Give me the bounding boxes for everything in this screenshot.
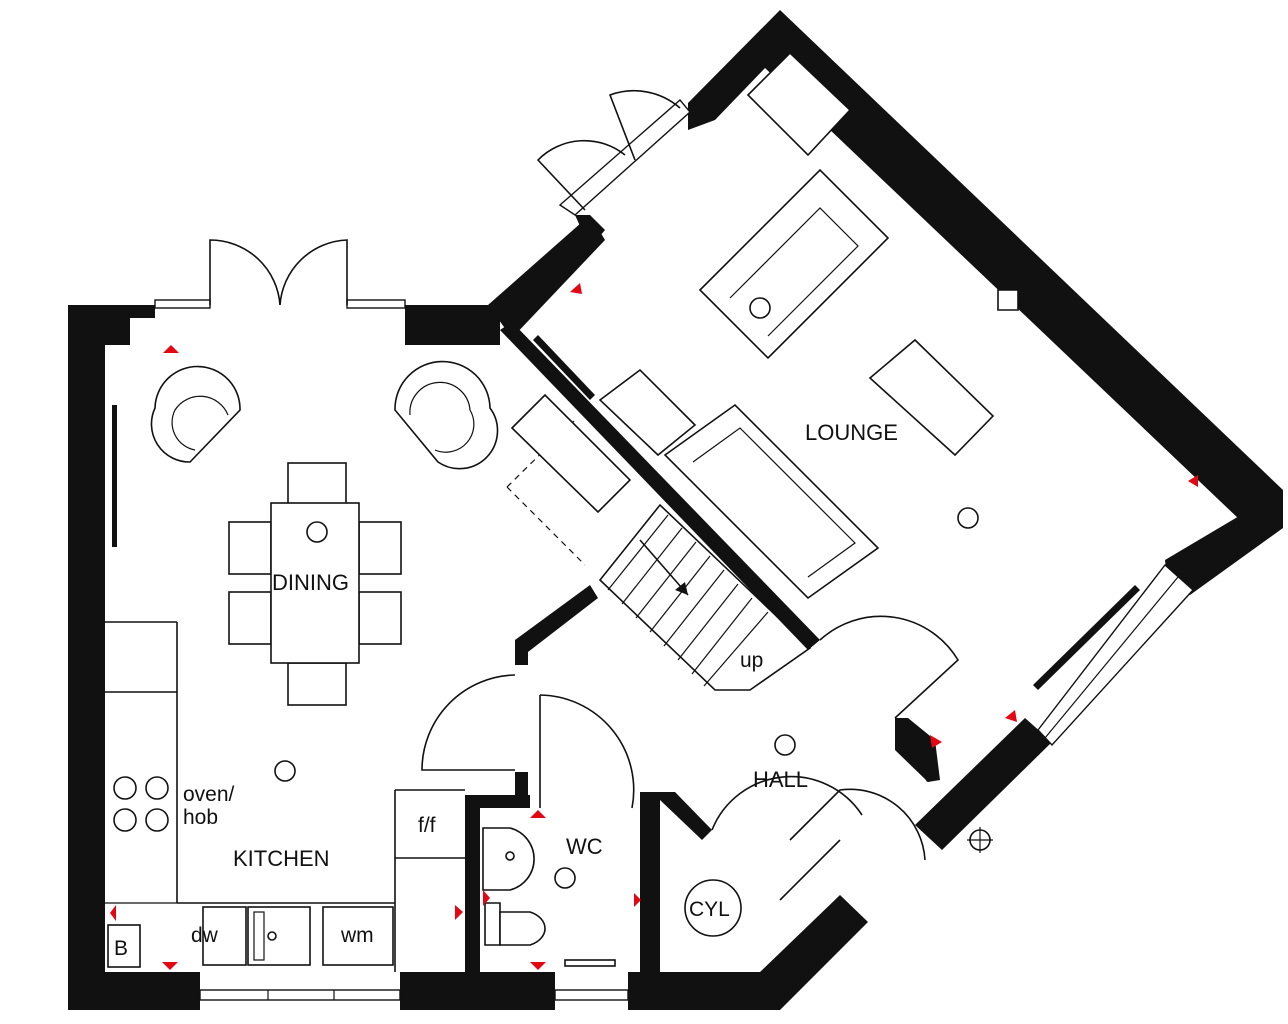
walls	[68, 10, 1283, 1010]
hall-label: HALL	[753, 767, 808, 792]
windows	[154, 99, 1194, 1001]
doors	[209, 90, 960, 901]
dining-label: DINING	[272, 570, 349, 595]
oven-label-1: oven/	[183, 783, 235, 806]
hall: HALL CYL	[684, 734, 993, 937]
kitchen-label: KITCHEN	[233, 846, 330, 871]
radiators	[112, 335, 1140, 782]
lounge-furniture: LOUNGE	[510, 51, 1019, 600]
wc-label: WC	[566, 834, 603, 859]
fridge-label: f/f	[418, 814, 436, 837]
socket-markers	[110, 283, 1198, 970]
dining-furniture: DINING	[150, 360, 499, 706]
stairs-label: up	[740, 649, 763, 672]
oven-label-2: hob	[183, 806, 218, 829]
boiler-label: B	[114, 937, 128, 960]
wc: WC	[482, 827, 616, 967]
kitchen: oven/ hob KITCHEN f/f dw wm B	[105, 621, 465, 972]
washing-machine-label: wm	[340, 924, 374, 947]
cylinder-label: CYL	[689, 898, 730, 921]
lounge-label: LOUNGE	[805, 420, 898, 445]
dishwasher-label: dw	[191, 924, 219, 947]
